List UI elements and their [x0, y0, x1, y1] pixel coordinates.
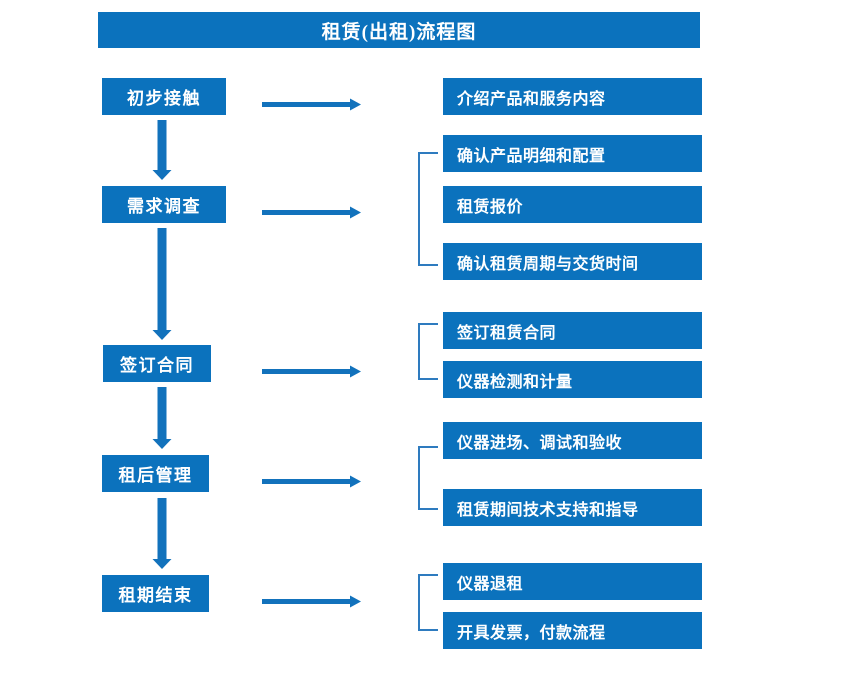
task-group-bracket-需求调查 — [418, 152, 438, 266]
task-box-确认产品明细和配置[interactable]: 确认产品明细和配置 — [443, 135, 702, 172]
task-box-label: 确认产品明细和配置 — [457, 147, 606, 165]
task-box-签订租赁合同[interactable]: 签订租赁合同 — [443, 312, 702, 349]
connector-租后管理-to-租期结束 — [152, 498, 172, 569]
connector-签订合同-to-租后管理 — [152, 387, 172, 449]
flow-arrow-需求调查 — [262, 206, 361, 219]
task-box-label: 确认租赁周期与交货时间 — [457, 255, 639, 273]
flow-arrow-租期结束 — [262, 595, 361, 608]
task-group-bracket-租期结束 — [418, 574, 438, 631]
task-box-label: 租赁期间技术支持和指导 — [457, 501, 639, 519]
task-box-介绍产品和服务内容[interactable]: 介绍产品和服务内容 — [443, 78, 702, 115]
task-box-label: 签订租赁合同 — [457, 324, 557, 342]
stage-box-label: 初步接触 — [127, 89, 201, 108]
task-box-租赁报价[interactable]: 租赁报价 — [443, 186, 702, 223]
task-box-label: 仪器进场、调试和验收 — [457, 434, 623, 452]
task-box-仪器检测和计量[interactable]: 仪器检测和计量 — [443, 361, 702, 398]
flow-arrow-签订合同 — [262, 365, 361, 378]
stage-box-label: 租期结束 — [118, 586, 193, 605]
task-box-仪器退租[interactable]: 仪器退租 — [443, 563, 702, 600]
task-box-label: 开具发票，付款流程 — [457, 624, 606, 642]
connector-需求调查-to-签订合同 — [152, 228, 172, 340]
task-box-确认租赁周期与交货时间[interactable]: 确认租赁周期与交货时间 — [443, 243, 702, 280]
stage-box-需求调查[interactable]: 需求调查 — [102, 186, 226, 223]
task-box-仪器进场调试和验收[interactable]: 仪器进场、调试和验收 — [443, 422, 702, 459]
stage-box-租期结束[interactable]: 租期结束 — [102, 575, 209, 612]
stage-box-label: 租后管理 — [118, 466, 193, 485]
flow-arrow-租后管理 — [262, 475, 361, 488]
stage-box-签订合同[interactable]: 签订合同 — [103, 345, 211, 382]
task-box-label: 介绍产品和服务内容 — [457, 90, 606, 108]
task-group-bracket-签订合同 — [418, 323, 438, 380]
stage-box-租后管理[interactable]: 租后管理 — [102, 455, 209, 492]
task-box-租赁期间技术支持和指导[interactable]: 租赁期间技术支持和指导 — [443, 489, 702, 526]
task-box-label: 仪器退租 — [457, 575, 524, 593]
stage-box-label: 签订合同 — [120, 356, 194, 375]
task-box-label: 仪器检测和计量 — [457, 373, 573, 391]
task-box-开具发票付款流程[interactable]: 开具发票，付款流程 — [443, 612, 702, 649]
connector-初步接触-to-需求调查 — [152, 120, 172, 180]
stage-box-label: 需求调查 — [127, 197, 201, 216]
task-group-bracket-租后管理 — [418, 446, 438, 510]
task-box-label: 租赁报价 — [457, 198, 524, 216]
flowchart-title: 租赁(出租)流程图 — [98, 12, 700, 48]
stage-box-初步接触[interactable]: 初步接触 — [102, 78, 226, 115]
flow-arrow-初步接触 — [262, 98, 361, 111]
